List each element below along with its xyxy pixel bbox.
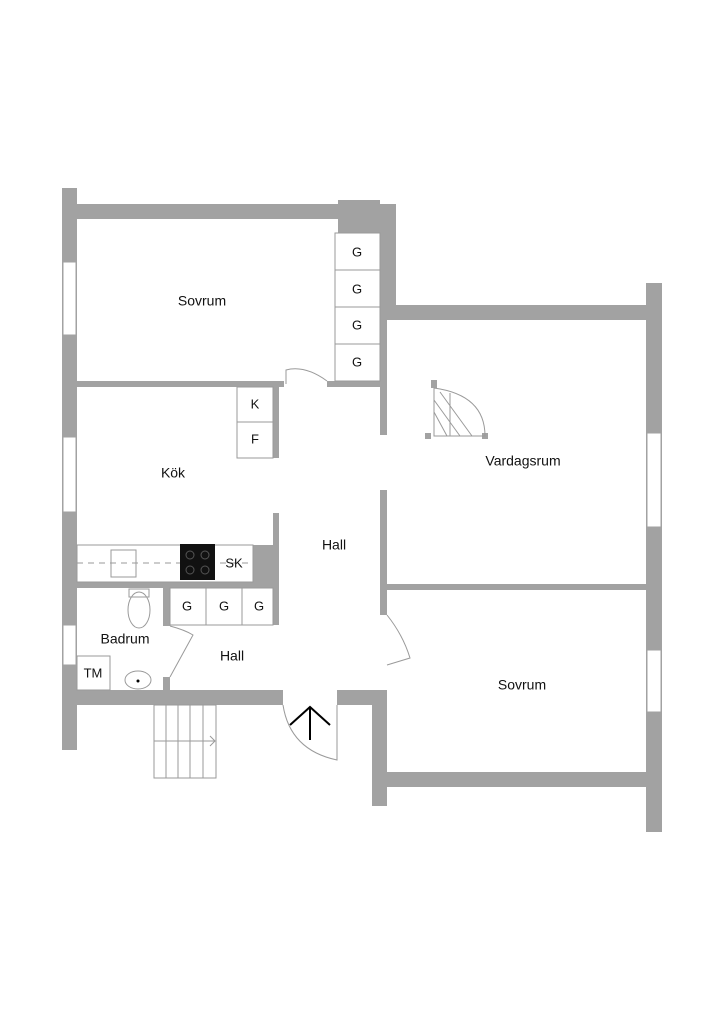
window <box>62 261 77 336</box>
wardrobe-label: G <box>352 317 362 332</box>
window <box>62 436 77 513</box>
window <box>646 649 662 713</box>
wardrobe-label: G <box>352 244 362 259</box>
window <box>646 432 662 528</box>
room-label-badrum: Badrum <box>100 631 149 647</box>
room-label-kok: Kök <box>161 465 186 481</box>
room-label-vardagsrum: Vardagsrum <box>485 453 560 469</box>
wardrobes-bedroom: G G G G <box>334 232 381 382</box>
room-label-sovrum-bottom: Sovrum <box>498 677 546 693</box>
room-label-hall-lower: Hall <box>220 648 244 664</box>
doors <box>169 368 411 761</box>
spiral-staircase <box>425 380 488 439</box>
wardrobe-label: G <box>254 598 264 613</box>
room-label-hall-upper: Hall <box>322 537 346 553</box>
room-label-sovrum-top: Sovrum <box>178 293 226 309</box>
wardrobe-label: G <box>182 598 192 613</box>
freezer-label: F <box>251 431 259 446</box>
wardrobe-label: G <box>219 598 229 613</box>
wardrobe-label: G <box>352 281 362 296</box>
washer-label: TM <box>84 665 103 680</box>
fridge-label: K <box>251 396 260 411</box>
window <box>62 624 77 666</box>
washbasin-icon <box>124 670 152 690</box>
toilet-icon <box>127 591 151 629</box>
wardrobe-label: G <box>352 354 362 369</box>
wardrobes-hall: G G G <box>169 587 274 626</box>
sink-icon <box>110 549 137 578</box>
exterior-stairs <box>153 704 217 779</box>
kitchen-counter: SK <box>76 544 254 583</box>
bathroom-fixtures: TM <box>76 588 152 691</box>
cabinet-label: SK <box>225 555 243 570</box>
fridge-freezer: K F <box>236 386 274 459</box>
stove-icon <box>180 544 215 580</box>
entrance-arrow-icon <box>289 705 331 740</box>
walls <box>62 188 662 832</box>
